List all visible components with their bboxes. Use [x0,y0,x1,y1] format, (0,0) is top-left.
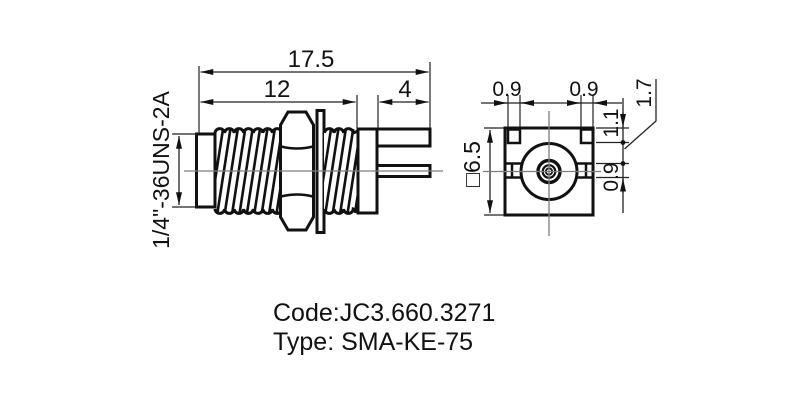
dim-dot-upper [620,140,626,145]
dim-leg-length: 4 [398,76,411,103]
dim-overall-length: 17.5 [288,46,335,73]
dim-square-size: □6.5 [459,141,485,187]
hex-facet-line-bottom [280,193,314,198]
leg-section-left [506,128,522,145]
side-view-dimensions: 17.5 12 4 1/4"-36UNS-2A [148,46,431,249]
dim-tab-height: 0.9 [600,162,623,191]
dim-mid-offset: 1.7 [633,78,656,107]
dim-body-length: 12 [264,76,291,103]
thread-crest-top [213,127,284,134]
dim-leg-width-left: 0.9 [492,78,521,101]
leader-line-1-7 [624,79,657,150]
end-view-dimensions: 0.9 0.9 □6.5 1.1 0.9 1.7 [459,78,657,216]
side-tab-right [577,162,593,179]
thread-spec-label: 1/4"-36UNS-2A [148,90,174,248]
part-type: Type: SMA-KE-75 [273,328,473,356]
leg-section-right [579,128,595,145]
side-view: 17.5 12 4 1/4"-36UNS-2A [148,46,432,249]
pcb-leg-top [375,127,432,148]
thread-crest-bottom [213,208,284,215]
hex-facet-line-top [280,145,314,150]
dim-leg-width-right: 0.9 [569,78,598,101]
dim-dot-lower [620,161,626,166]
caption-block: Code:JC3.660.3271 Type: SMA-KE-75 [273,299,495,356]
side-tab-left [505,162,521,179]
dim-leg-offset: 1.1 [600,108,623,137]
end-view: 0.9 0.9 □6.5 1.1 0.9 1.7 [459,78,657,217]
part-code: Code:JC3.660.3271 [273,299,495,327]
centerlines [184,111,601,236]
